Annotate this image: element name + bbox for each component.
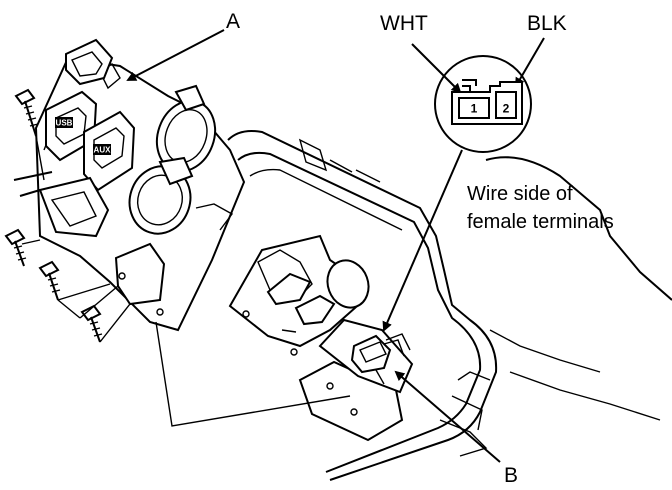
pin-2-label: 2 [503, 102, 510, 116]
socket-opening [326, 259, 370, 309]
label-wht: WHT [380, 12, 428, 35]
terminal-slot-1 [458, 97, 490, 119]
console-housing [227, 130, 672, 481]
screw-3 [38, 260, 81, 319]
caption-line-2: female terminals [467, 211, 614, 233]
leader-a [126, 29, 225, 81]
screw-2 [4, 228, 27, 267]
label-b: B [504, 464, 518, 487]
detail-arrow [382, 149, 463, 332]
power-socket-lower [128, 156, 234, 235]
usb-jack: USB [55, 117, 73, 128]
screw-guide-lines [21, 239, 131, 343]
screw-1 [14, 88, 45, 181]
power-socket-upper [155, 84, 217, 173]
connector-b [350, 333, 411, 385]
mount-bracket [228, 234, 366, 356]
leader-b [394, 370, 501, 463]
screw-4 [80, 304, 103, 343]
label-a: A [226, 10, 240, 33]
usb-badge-text: USB [56, 119, 73, 128]
terminal-detail: 1 2 [411, 37, 545, 153]
aux-badge-text: AUX [94, 146, 112, 155]
caption-line-1: Wire side of [467, 183, 573, 205]
label-blk: BLK [527, 12, 567, 35]
latch-mark [462, 79, 477, 92]
accessory-panel-a [13, 38, 246, 332]
aux-jack: AUX [93, 144, 111, 155]
terminal-slot-2 [495, 91, 517, 119]
pin-1-label: 1 [471, 102, 478, 116]
mount-point-leader [155, 321, 351, 427]
